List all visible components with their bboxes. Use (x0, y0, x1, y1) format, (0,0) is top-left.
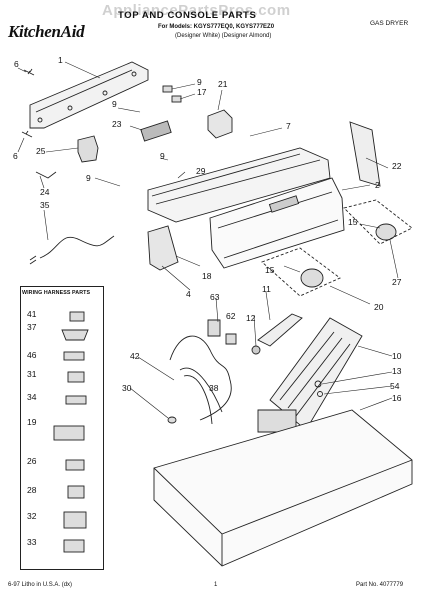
screw-6-bottom (21, 130, 33, 138)
clip-17 (171, 95, 182, 103)
callout-9: 9 (160, 151, 165, 161)
model-colors: (Designer White) (Designer Almond) (175, 33, 272, 39)
callout-9: 9 (197, 77, 202, 87)
callout-34: 34 (27, 392, 37, 402)
callout-41: 41 (27, 309, 37, 319)
power-cord-35 (39, 235, 115, 259)
callout-16: 16 (392, 393, 402, 403)
console-back-panel (29, 61, 149, 129)
callout-38: 38 (209, 383, 219, 393)
knob-20 (300, 268, 324, 288)
callout-17: 17 (197, 87, 207, 97)
callout-29: 29 (196, 166, 206, 176)
part-13 (314, 380, 322, 388)
knob-27 (375, 223, 397, 241)
callout-28: 28 (27, 485, 37, 495)
wire-24 (35, 171, 57, 179)
wiring-harness-38 (169, 335, 232, 425)
end-cap-22 (349, 121, 381, 187)
callout-63: 63 (210, 292, 220, 302)
footer-print-info: 6-97 Litho in U.S.A. (dx) (8, 582, 73, 588)
model-numbers: For Models: KGYS777EQ0, KGYS777EZ0 (158, 24, 275, 30)
brand-logo: KitchenAid (8, 22, 85, 41)
callout-11: 11 (262, 284, 271, 294)
callout-6: 6 (14, 59, 19, 69)
harness-box-title: WIRING HARNESS PARTS (22, 290, 91, 296)
callout-62: 62 (226, 311, 236, 321)
callout-25: 25 (36, 146, 46, 156)
callout-26: 26 (27, 456, 37, 466)
callout-35: 35 (40, 200, 50, 210)
callout-42: 42 (130, 351, 140, 361)
callout-18: 18 (202, 271, 212, 281)
sensor-12 (251, 345, 261, 355)
control-panel-2 (209, 177, 345, 269)
callout-31: 31 (27, 369, 37, 379)
callout-22: 22 (392, 161, 402, 171)
callout-20: 20 (374, 302, 384, 312)
console-7 (147, 147, 331, 223)
watermark: AppliancePartsPros.com (102, 2, 291, 19)
callout-7: 7 (286, 121, 291, 131)
callout-2: 2 (375, 180, 380, 190)
callout-1: 1 (58, 55, 63, 65)
callout-54: 54 (390, 381, 400, 391)
timer-21 (207, 109, 233, 139)
callout-12: 12 (246, 313, 256, 323)
harness-parts-box (20, 286, 104, 570)
callout-9: 9 (112, 99, 117, 109)
footer-page-number: 1 (214, 582, 218, 588)
leader-lines (17, 61, 399, 419)
bracket-25 (77, 135, 99, 163)
callout-32: 32 (27, 511, 37, 521)
callout-15: 15 (265, 265, 275, 275)
screw-6-top (23, 68, 35, 76)
page-title: TOP AND CONSOLE PARTS (118, 10, 257, 21)
callout-6: 6 (13, 151, 18, 161)
callout-13: 13 (392, 366, 402, 376)
callout-19: 19 (27, 417, 37, 427)
callout-30: 30 (122, 383, 132, 393)
switch-23 (140, 120, 172, 142)
callout-9: 9 (86, 173, 91, 183)
product-type: GAS DRYER (370, 20, 409, 27)
callout-23: 23 (112, 119, 122, 129)
callout-4: 4 (186, 289, 191, 299)
part-54 (317, 391, 323, 397)
callout-21: 21 (218, 79, 228, 89)
callout-24: 24 (40, 187, 50, 197)
console-end-4 (147, 225, 179, 271)
callout-10: 10 (392, 351, 402, 361)
callout-37: 37 (27, 322, 37, 332)
clip-9 (162, 85, 173, 93)
clip-30 (167, 416, 177, 424)
callout-33: 33 (27, 537, 37, 547)
top-panel-16 (153, 409, 413, 567)
callout-27: 27 (392, 277, 402, 287)
seal-11 (257, 313, 303, 347)
callout-15: 15 (348, 217, 358, 227)
footer-part-number: Part No. 4077779 (356, 582, 404, 588)
harness-parts (53, 311, 89, 553)
callout-46: 46 (27, 350, 37, 360)
